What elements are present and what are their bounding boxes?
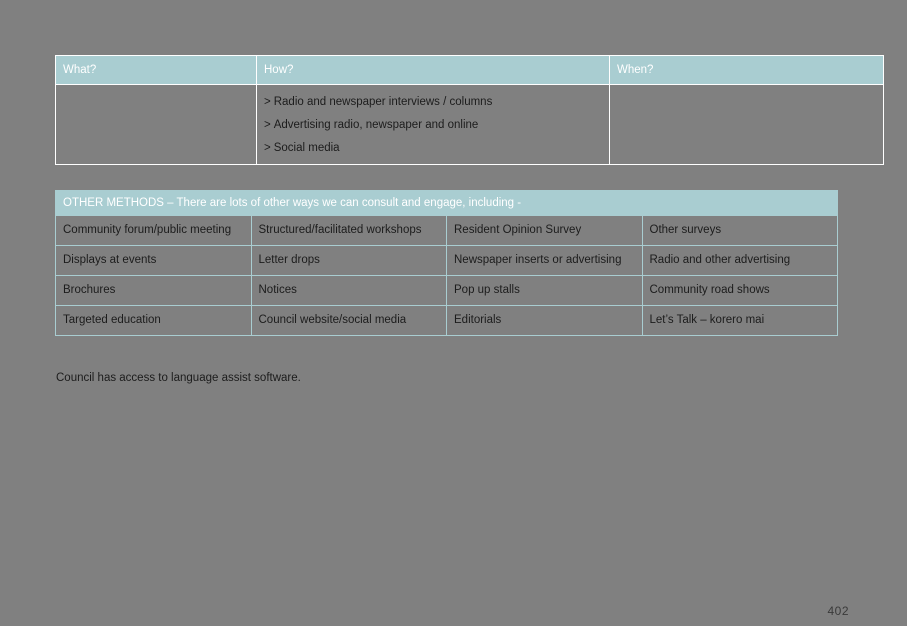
list-item: >Advertising radio, newspaper and online bbox=[264, 114, 602, 137]
other-methods-table-head: OTHER METHODS – There are lots of other … bbox=[55, 190, 838, 216]
method-cell: Other surveys bbox=[641, 215, 838, 246]
table-row: Community forum/public meeting Structure… bbox=[55, 215, 838, 246]
column-header-what: What? bbox=[55, 55, 257, 85]
method-cell: Notices bbox=[250, 275, 447, 306]
list-item-label: Radio and newspaper interviews / columns bbox=[273, 96, 493, 108]
method-cell: Structured/facilitated workshops bbox=[250, 215, 447, 246]
method-cell: Radio and other advertising bbox=[641, 245, 838, 276]
other-methods-table: OTHER METHODS – There are lots of other … bbox=[55, 190, 838, 336]
method-cell: Pop up stalls bbox=[446, 275, 643, 306]
footnote-text: Council has access to language assist so… bbox=[56, 372, 301, 384]
list-item: >Radio and newspaper interviews / column… bbox=[264, 91, 602, 114]
method-cell: Community forum/public meeting bbox=[55, 215, 252, 246]
list-item: >Social media bbox=[264, 137, 602, 160]
table-header-row: What? How? When? bbox=[55, 55, 884, 85]
chevron-right-icon: > bbox=[264, 142, 271, 154]
method-cell: Letter drops bbox=[250, 245, 447, 276]
cell-how: >Radio and newspaper interviews / column… bbox=[256, 84, 610, 165]
table-row: >Radio and newspaper interviews / column… bbox=[55, 84, 884, 165]
cell-what bbox=[55, 84, 257, 165]
method-cell: Let’s Talk – korero mai bbox=[641, 305, 838, 336]
method-cell: Council website/social media bbox=[250, 305, 447, 336]
table-row: Targeted education Council website/socia… bbox=[55, 305, 838, 336]
table-row: Brochures Notices Pop up stalls Communit… bbox=[55, 275, 838, 306]
list-item-label: Social media bbox=[273, 142, 340, 154]
what-how-when-table-head: What? How? When? bbox=[55, 55, 884, 85]
what-how-when-table-body: >Radio and newspaper interviews / column… bbox=[55, 84, 884, 165]
method-cell: Editorials bbox=[446, 305, 643, 336]
page-number: 402 bbox=[827, 604, 849, 618]
list-item-label: Advertising radio, newspaper and online bbox=[273, 119, 479, 131]
column-header-how: How? bbox=[256, 55, 610, 85]
method-cell: Targeted education bbox=[55, 305, 252, 336]
method-cell: Brochures bbox=[55, 275, 252, 306]
method-cell: Newspaper inserts or advertising bbox=[446, 245, 643, 276]
chevron-right-icon: > bbox=[264, 119, 271, 131]
method-cell: Community road shows bbox=[641, 275, 838, 306]
cell-when bbox=[609, 84, 884, 165]
table-row: Displays at events Letter drops Newspape… bbox=[55, 245, 838, 276]
other-methods-banner: OTHER METHODS – There are lots of other … bbox=[55, 190, 838, 216]
banner-row: OTHER METHODS – There are lots of other … bbox=[55, 190, 838, 216]
column-header-when: When? bbox=[609, 55, 884, 85]
chevron-right-icon: > bbox=[264, 96, 271, 108]
what-how-when-table: What? How? When? >Radio and newspaper in… bbox=[55, 55, 884, 165]
method-cell: Resident Opinion Survey bbox=[446, 215, 643, 246]
method-cell: Displays at events bbox=[55, 245, 252, 276]
other-methods-table-body: Community forum/public meeting Structure… bbox=[55, 215, 838, 336]
